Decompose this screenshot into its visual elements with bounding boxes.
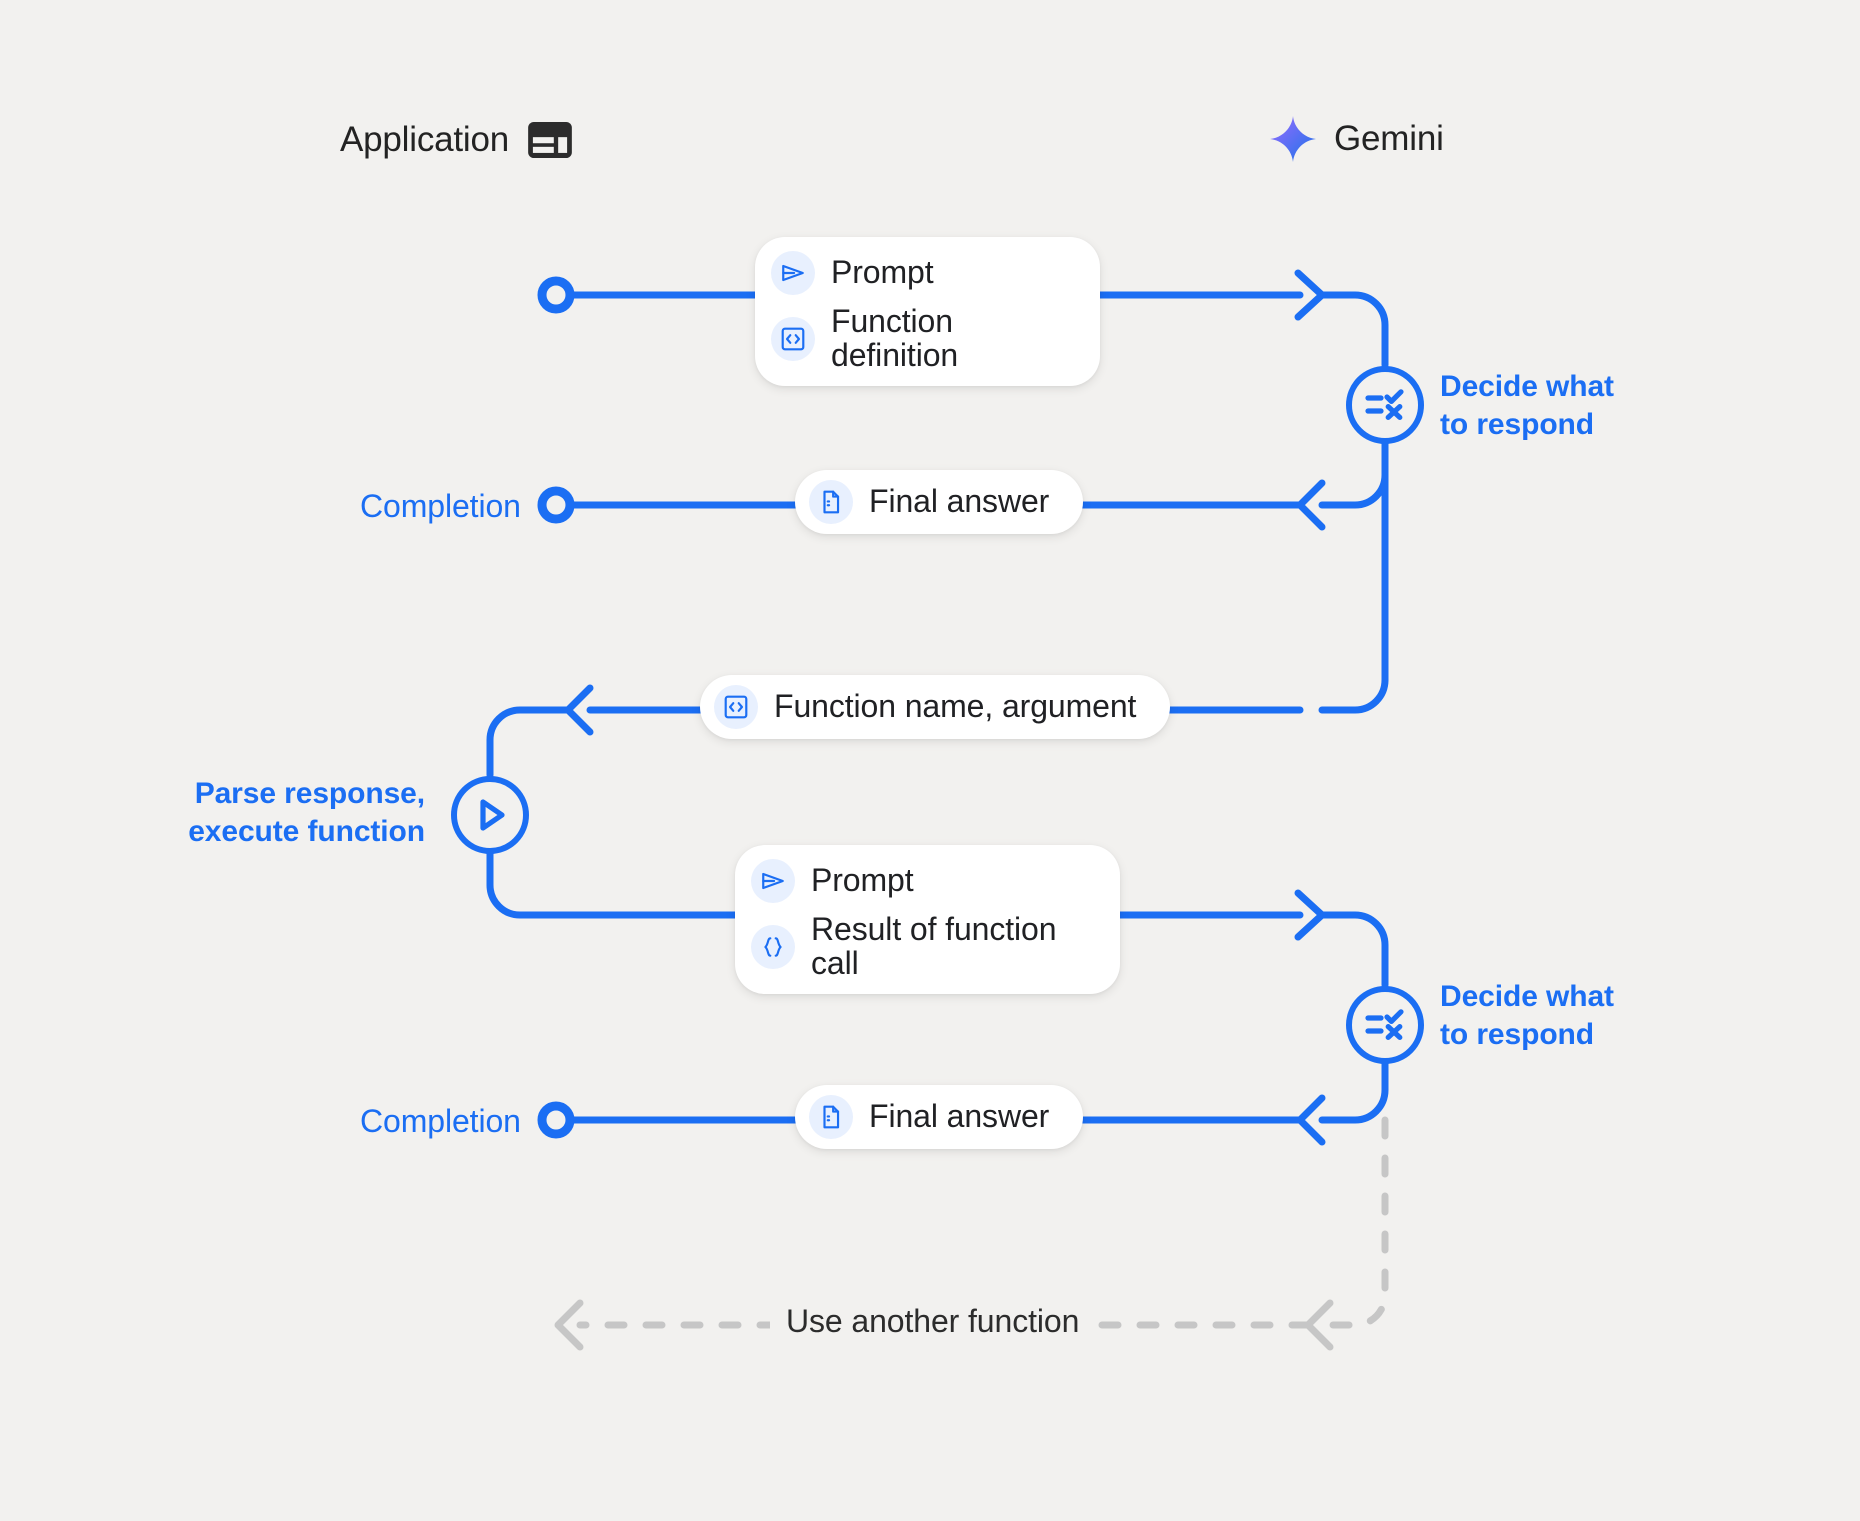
send-paper-plane-icon	[751, 859, 795, 903]
message-row-label: Function name, argument	[774, 688, 1137, 725]
message-row: Function definition	[771, 303, 1066, 373]
actor-gemini-label: Gemini	[1334, 119, 1444, 158]
actor-gemini: Gemini	[1270, 116, 1444, 162]
process-node-decide-2[interactable]	[1345, 985, 1425, 1065]
message-row: Function name, argument	[714, 685, 1136, 729]
message-card-function-call[interactable]: Function name, argument	[700, 675, 1171, 739]
code-brackets-icon	[771, 316, 815, 361]
message-row-label: Result of function call	[811, 911, 1057, 981]
message-card-request-2[interactable]: Prompt Result of function call	[735, 845, 1120, 995]
message-row: Prompt	[751, 859, 1086, 903]
document-icon	[809, 1095, 853, 1139]
message-row-label: Prompt	[831, 254, 934, 291]
actor-application-label: Application	[340, 120, 510, 159]
document-icon	[809, 480, 853, 524]
message-row: Final answer	[809, 1095, 1049, 1139]
side-label-completion-1: Completion	[360, 488, 521, 524]
process-node-decide-1[interactable]	[1345, 365, 1425, 445]
process-node-parse-execute-label: Parse response, execute function	[188, 777, 425, 849]
process-node-decide-2-label: Decide what to respond	[1440, 980, 1614, 1052]
code-brackets-icon	[714, 685, 758, 729]
endpoint-marker-request-1	[537, 276, 575, 314]
loop-label-use-another-function: Use another function	[770, 1303, 1096, 1340]
process-node-decide-1-label: Decide what to respond	[1440, 370, 1614, 442]
message-row-label: Final answer	[869, 483, 1050, 520]
message-row-label: Final answer	[869, 1098, 1050, 1135]
process-node-parse-execute[interactable]	[450, 775, 530, 855]
actor-application: Application	[340, 120, 573, 160]
endpoint-marker-completion-2	[537, 1101, 575, 1139]
curly-braces-icon	[751, 924, 795, 969]
send-paper-plane-icon	[771, 251, 815, 295]
message-row-label: Prompt	[811, 862, 914, 899]
endpoint-marker-completion-1	[537, 486, 575, 524]
message-card-completion-1[interactable]: Final answer	[795, 470, 1084, 534]
message-row-label: Function definition	[831, 303, 959, 373]
side-label-completion-2: Completion	[360, 1103, 521, 1139]
message-row: Result of function call	[751, 911, 1086, 981]
wire-decide1-out	[1318, 401, 1389, 714]
message-card-request-1[interactable]: Prompt Function definition	[755, 237, 1100, 387]
message-card-completion-2[interactable]: Final answer	[795, 1085, 1084, 1149]
message-row: Prompt	[771, 251, 1066, 295]
dashboard-layout-icon	[527, 121, 573, 159]
gemini-sparkle-icon	[1270, 116, 1316, 162]
wire-request-2	[486, 841, 1389, 989]
wire-loop-use-another-function	[554, 1116, 1389, 1351]
message-row: Final answer	[809, 480, 1049, 524]
